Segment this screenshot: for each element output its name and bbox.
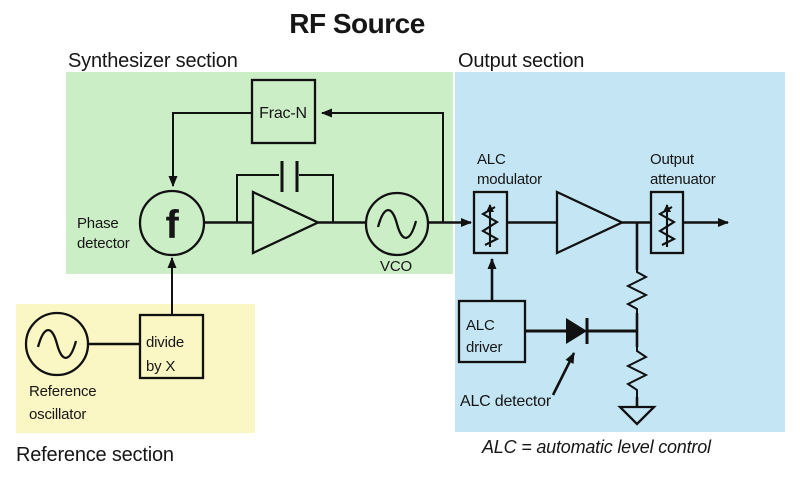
frac-n-label: Frac-N (259, 105, 307, 122)
alc-detector-label: ALC detector (460, 393, 552, 410)
output-attenuator-box (649, 190, 685, 255)
phase-detector-symbol: f (165, 203, 179, 247)
frac-n-box (250, 78, 317, 145)
vco-label: VCO (380, 258, 412, 275)
resistor-upper-icon (625, 270, 649, 313)
divider-label-line1: divide (146, 334, 184, 351)
sine-wave-icon (36, 328, 78, 360)
alc-modulator-label-line1: ALC (477, 151, 506, 168)
divide-by-x-box (138, 313, 205, 380)
alc-modulator-label-line2: modulator (477, 171, 542, 188)
diode-icon (566, 318, 587, 344)
reference-region (16, 304, 255, 433)
output-region (455, 72, 785, 432)
alc-driver-label-line1: ALC (466, 317, 495, 334)
phase-detector-label-line1: Phase (77, 215, 119, 232)
alc-note: ALC = automatic level control (481, 437, 712, 457)
resistor-lower-icon (625, 347, 649, 397)
synthesizer-region (66, 72, 453, 274)
amplifier-icon (251, 190, 321, 255)
phase-detector-circle (138, 189, 206, 257)
ground-icon (617, 405, 657, 426)
wire-cap-right (299, 174, 334, 222)
sine-wave-icon (376, 208, 418, 240)
divider-label-line2: by X (146, 358, 175, 375)
output-attenuator-label-line1: Output (650, 151, 695, 168)
alc-detector-pointer-arrow (551, 352, 576, 396)
reference-section-label: Reference section (16, 444, 174, 466)
alc-driver-label-line2: driver (466, 339, 503, 356)
synthesizer-section-label: Synthesizer section (68, 50, 238, 72)
reference-oscillator-label-line2: oscillator (29, 406, 86, 423)
alc-modulator-box (472, 190, 509, 255)
reference-oscillator-label-line1: Reference (29, 383, 96, 400)
phase-detector-label-line2: detector (77, 235, 130, 252)
wire-cap-left (236, 174, 279, 222)
wire-feedback-to-fracn (321, 108, 444, 222)
output-section-label: Output section (458, 50, 584, 72)
wire-fracn-to-phase (168, 112, 253, 187)
output-amplifier-icon (555, 190, 625, 255)
page-title: RF Source (289, 8, 425, 39)
output-attenuator-label-line2: attenuator (650, 171, 716, 188)
vco-circle (364, 191, 430, 257)
